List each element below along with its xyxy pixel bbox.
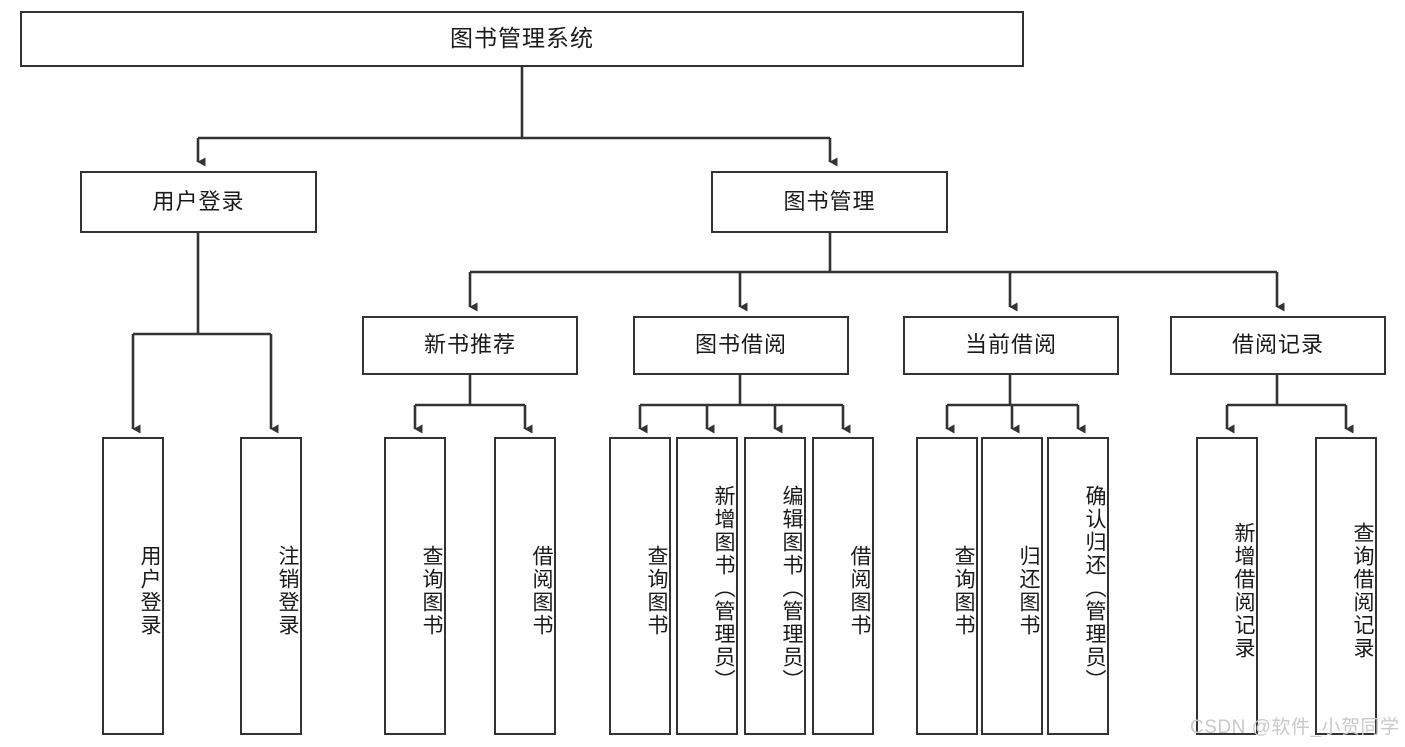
node-borrow-record[interactable]: 借阅记录 — [1170, 316, 1386, 375]
node-new-book-recommend[interactable]: 新书推荐 — [362, 316, 578, 375]
leaf-borrow-add-book-admin[interactable]: 新增图书（管理员） — [676, 437, 738, 735]
node-current-borrow[interactable]: 当前借阅 — [903, 316, 1119, 375]
leaf-borrow-borrow-book[interactable]: 借阅图书 — [812, 437, 874, 735]
node-label: 新增借阅记录 — [1232, 522, 1255, 660]
leaf-current-query-book[interactable]: 查询图书 — [916, 437, 978, 735]
leaf-user-login-logout[interactable]: 注销登录 — [240, 437, 302, 735]
leaf-user-login-login[interactable]: 用户登录 — [102, 437, 164, 735]
node-label: 编辑图书（管理员） — [780, 484, 803, 692]
node-label: 用户登录 — [138, 545, 161, 637]
watermark-text: CSDN @软件_小贺同学 — [1190, 717, 1400, 738]
node-label: 查询图书 — [645, 545, 668, 637]
node-label: 查询借阅记录 — [1351, 522, 1374, 660]
node-label: 图书管理系统 — [450, 25, 594, 52]
node-label: 查询图书 — [952, 545, 975, 637]
node-book-borrow[interactable]: 图书借阅 — [633, 316, 849, 375]
node-root-system[interactable]: 图书管理系统 — [20, 11, 1024, 67]
node-label: 图书管理 — [783, 188, 876, 214]
node-user-login[interactable]: 用户登录 — [80, 171, 317, 233]
node-label: 注销登录 — [276, 545, 299, 637]
node-label: 借阅记录 — [1231, 332, 1324, 358]
node-label: 确认归还（管理员） — [1083, 484, 1106, 692]
leaf-recommend-query-book[interactable]: 查询图书 — [384, 437, 446, 735]
node-label: 查询图书 — [420, 545, 443, 637]
node-label: 借阅图书 — [848, 545, 871, 637]
leaf-record-query-record[interactable]: 查询借阅记录 — [1315, 437, 1377, 735]
leaf-recommend-borrow-book[interactable]: 借阅图书 — [494, 437, 556, 735]
leaf-borrow-query-book[interactable]: 查询图书 — [609, 437, 671, 735]
leaf-current-return-book[interactable]: 归还图书 — [981, 437, 1043, 735]
node-label: 借阅图书 — [530, 545, 553, 637]
leaf-record-add-record[interactable]: 新增借阅记录 — [1196, 437, 1258, 735]
node-label: 用户登录 — [152, 188, 245, 214]
node-label: 新书推荐 — [423, 332, 516, 358]
node-label: 图书借阅 — [694, 332, 787, 358]
node-label: 当前借阅 — [964, 332, 1057, 358]
node-book-management[interactable]: 图书管理 — [711, 171, 948, 233]
node-label: 新增图书（管理员） — [712, 484, 735, 692]
node-label: 归还图书 — [1017, 545, 1040, 637]
leaf-borrow-edit-book-admin[interactable]: 编辑图书（管理员） — [744, 437, 806, 735]
leaf-current-confirm-return-admin[interactable]: 确认归还（管理员） — [1047, 437, 1109, 735]
